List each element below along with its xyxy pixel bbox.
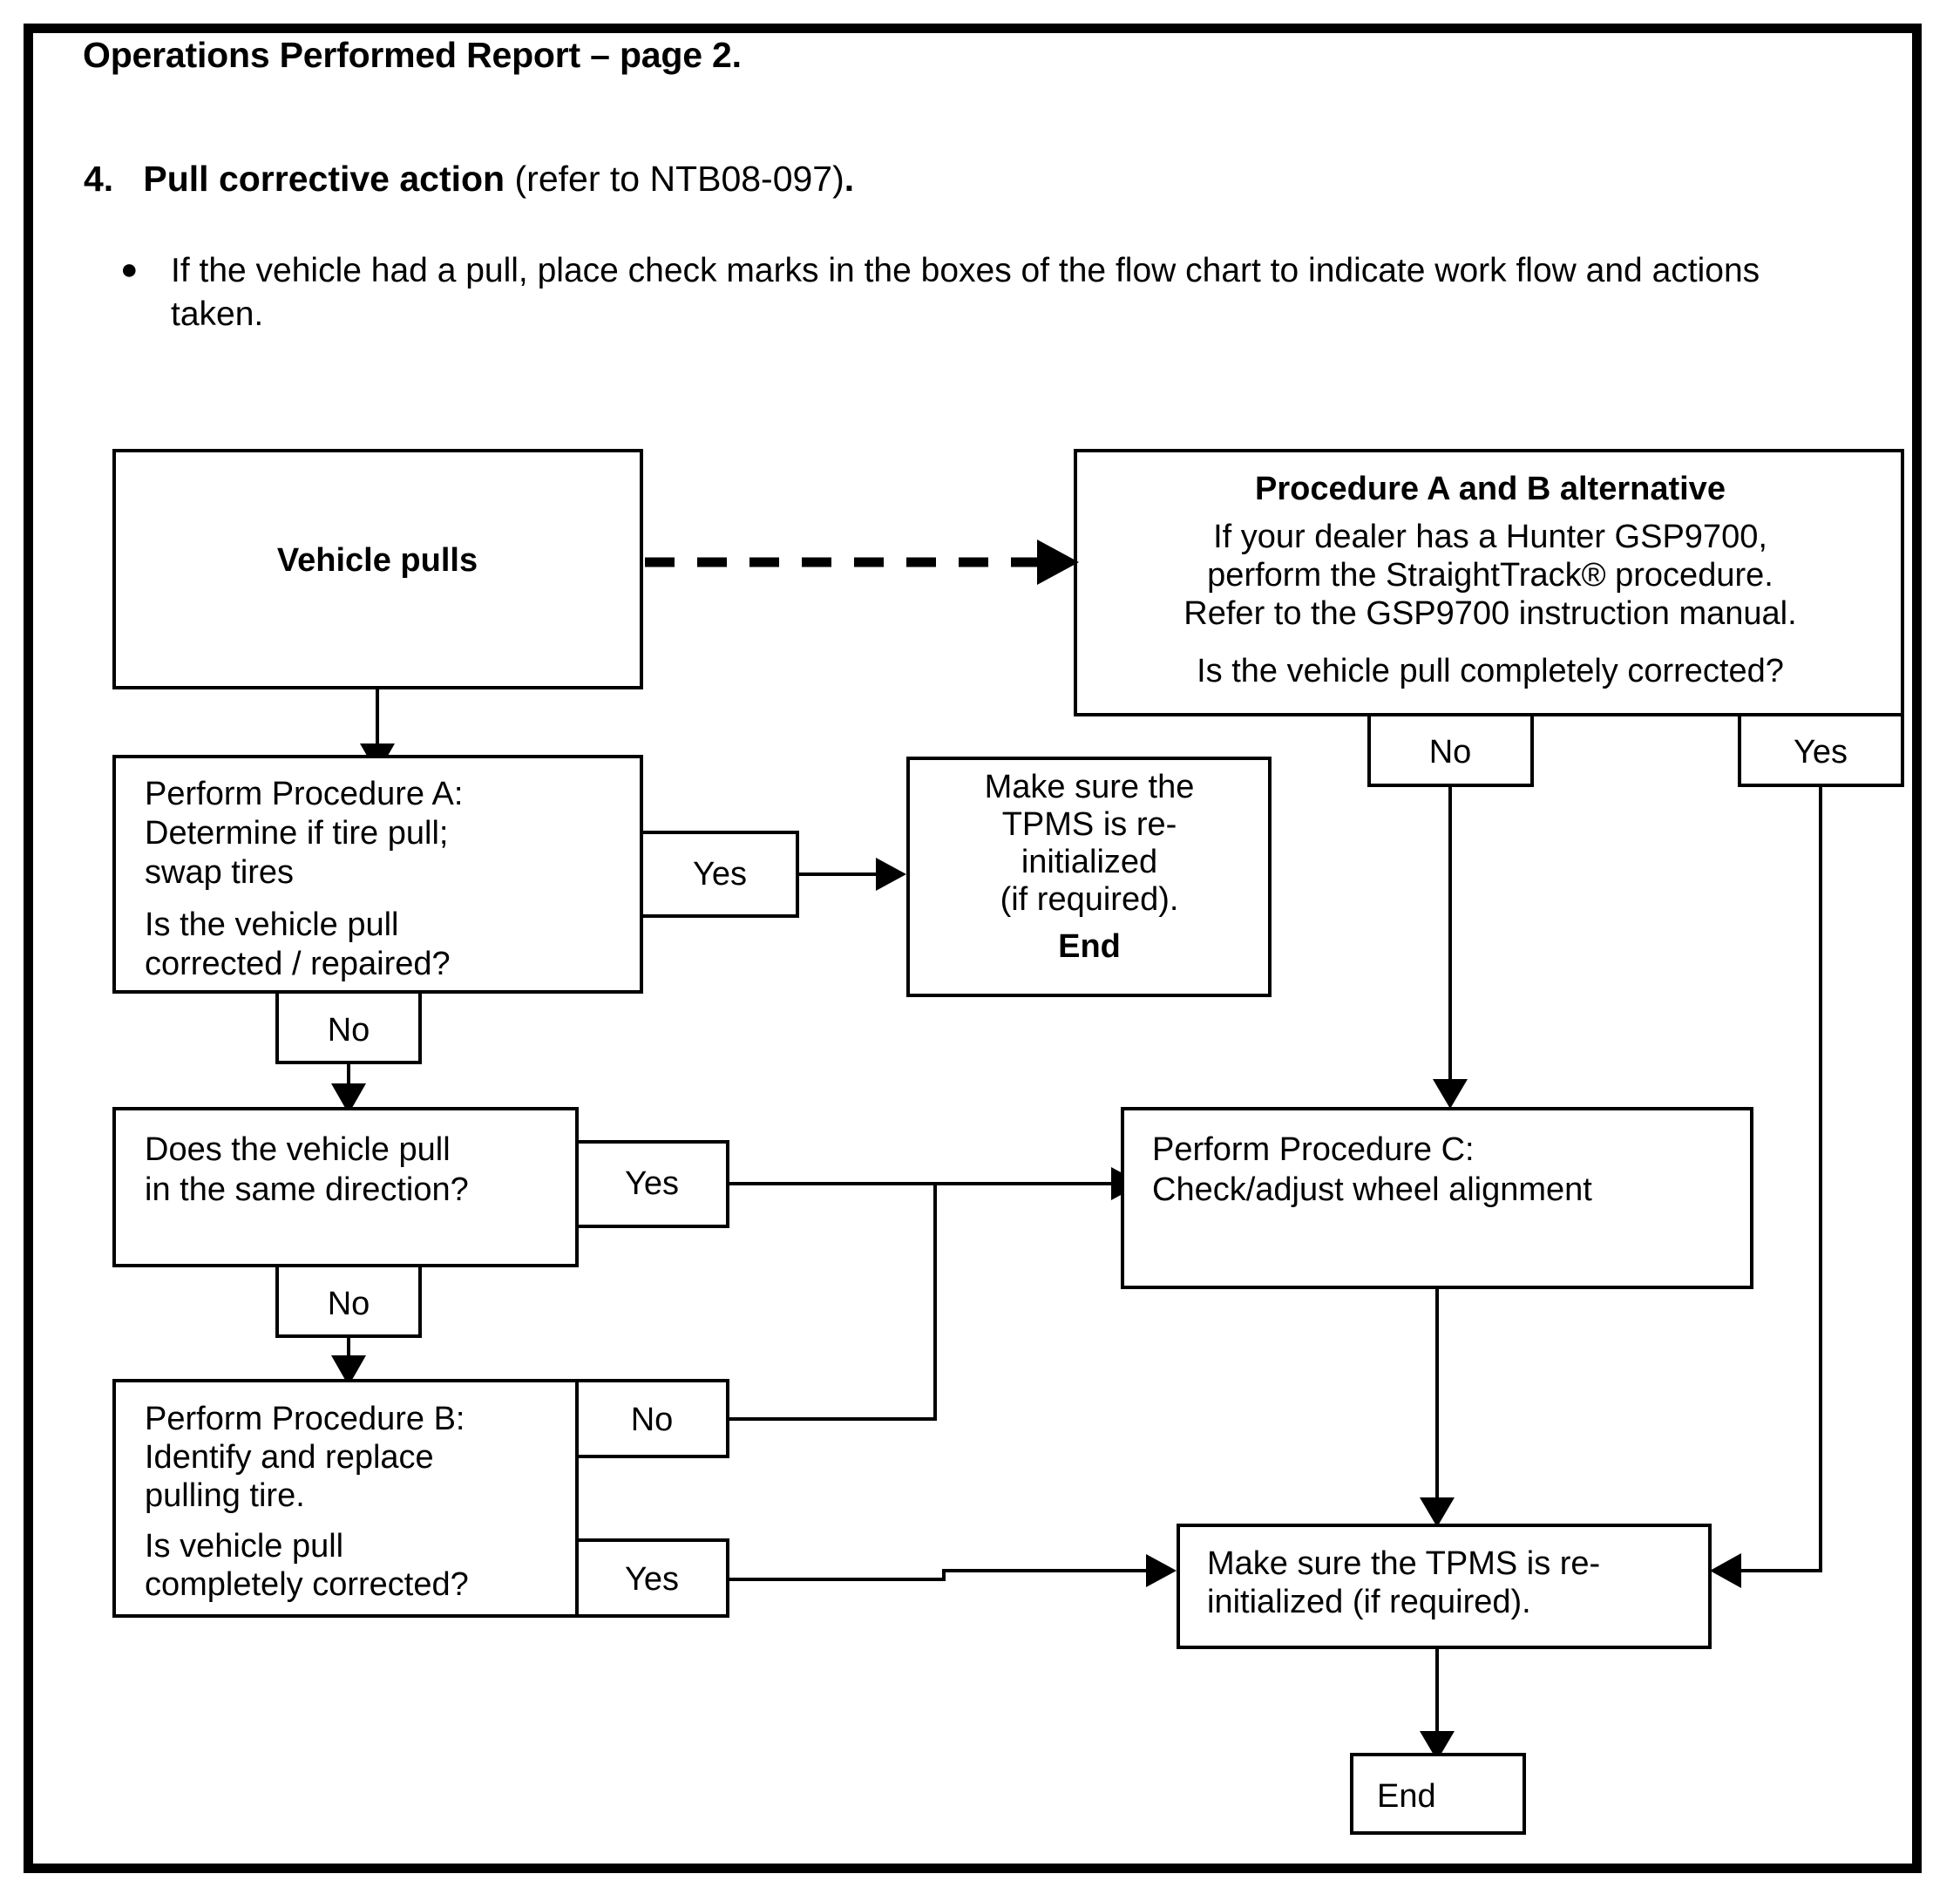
- edge-alternative-yes-arrowhead: [1710, 1553, 1741, 1588]
- edge-label-alternative-no: No: [1429, 734, 1472, 771]
- edge-label-same-direction-no: No: [328, 1286, 370, 1322]
- node-same-direction-line1: Does the vehicle pull: [145, 1131, 451, 1168]
- node-procedure-a-line2: Determine if tire pull;: [145, 815, 448, 852]
- node-procedure-c-line1: Perform Procedure C:: [1152, 1131, 1475, 1168]
- node-vehicle-pulls-label: Vehicle pulls: [277, 542, 478, 579]
- edge-procedure-c-arrowhead: [1420, 1497, 1455, 1527]
- node-tpms-end[interactable]: [906, 757, 1272, 997]
- edge-label-procedure-a-no: No: [328, 1012, 370, 1049]
- edge-procedure-a-yes-arrowhead: [876, 858, 906, 891]
- edge-label-same-direction-yes: Yes: [625, 1165, 679, 1202]
- node-procedure-a-line3: swap tires: [145, 854, 294, 891]
- edge-tpms-bottom-to-end-arrowhead: [1420, 1731, 1455, 1761]
- node-alternative[interactable]: [1074, 449, 1904, 716]
- node-same-direction-line2: in the same direction?: [145, 1171, 469, 1208]
- step-period: .: [844, 159, 855, 199]
- step-number: 4.: [84, 159, 114, 199]
- edge-procedure-b-yes-to-tpms-bottom: [728, 1569, 1150, 1581]
- node-procedure-b-line1: Perform Procedure B:: [145, 1401, 465, 1437]
- edge-same-direction-no-arrowhead: [331, 1355, 366, 1386]
- node-alternative-line2: perform the StraightTrack® procedure.: [1207, 557, 1773, 594]
- edge-procedure-b-no-to-procedure-c: [728, 1184, 937, 1421]
- node-tpms-end-line1: Make sure the: [985, 769, 1195, 805]
- step-reference: (refer to NTB08-097): [514, 159, 844, 199]
- node-procedure-b-line4: Is vehicle pull: [145, 1528, 343, 1565]
- node-procedure-a-line5: corrected / repaired?: [145, 946, 451, 982]
- edge-label-alternative-yes: Yes: [1794, 734, 1848, 771]
- bullet-item: ● If the vehicle had a pull, place check…: [120, 249, 1879, 336]
- node-procedure-a-line1: Perform Procedure A:: [145, 776, 463, 812]
- edge-label-box-procedure-a-yes[interactable]: [640, 831, 799, 918]
- node-tpms-end-label: End: [1058, 928, 1121, 965]
- node-procedure-b-line2: Identify and replace: [145, 1439, 434, 1476]
- node-procedure-a-line4: Is the vehicle pull: [145, 906, 399, 943]
- edge-procedure-a-no-arrowhead: [331, 1083, 366, 1114]
- node-tpms-end-line2: TPMS is re-: [1002, 806, 1177, 843]
- node-procedure-b-line3: pulling tire.: [145, 1477, 305, 1514]
- edge-vehicle-pulls-to-alternative-arrowhead: [1037, 540, 1079, 585]
- node-vehicle-pulls[interactable]: [112, 449, 643, 689]
- node-procedure-c[interactable]: [1121, 1107, 1753, 1289]
- node-alternative-question: Is the vehicle pull completely corrected…: [1197, 653, 1784, 689]
- bullet-dot-icon: ●: [120, 253, 139, 286]
- edge-alternative-yes-to-tpms-bottom: [1739, 785, 1822, 1572]
- step-title: Pull corrective action: [143, 159, 505, 199]
- node-alternative-heading: Procedure A and B alternative: [1255, 471, 1726, 507]
- edge-label-box-same-direction-no[interactable]: [275, 1264, 422, 1338]
- edge-procedure-b-yes-arrowhead: [1146, 1554, 1177, 1587]
- step-heading: 4. Pull corrective action (refer to NTB0…: [84, 159, 854, 200]
- node-tpms-bottom-line2: initialized (if required).: [1207, 1584, 1531, 1620]
- bullet-text: If the vehicle had a pull, place check m…: [171, 252, 1760, 333]
- edge-label-box-alternative-yes[interactable]: [1738, 713, 1904, 787]
- edge-label-box-procedure-b-yes[interactable]: [575, 1538, 729, 1618]
- node-tpms-end-line4: (if required).: [1000, 881, 1179, 918]
- node-tpms-bottom-line1: Make sure the TPMS is re-: [1207, 1545, 1600, 1582]
- node-procedure-b[interactable]: [112, 1379, 579, 1618]
- edge-label-box-procedure-b-no[interactable]: [575, 1379, 729, 1458]
- node-tpms-end-line3: initialized: [1021, 844, 1157, 880]
- node-procedure-c-line2: Check/adjust wheel alignment: [1152, 1171, 1592, 1208]
- node-alternative-line1: If your dealer has a Hunter GSP9700,: [1213, 519, 1767, 555]
- edge-label-procedure-b-no: No: [631, 1402, 674, 1438]
- edge-label-box-procedure-a-no[interactable]: [275, 990, 422, 1064]
- edge-label-procedure-b-yes: Yes: [625, 1561, 679, 1598]
- node-end[interactable]: [1350, 1753, 1526, 1835]
- page-title: Operations Performed Report – page 2.: [83, 35, 742, 75]
- node-procedure-b-line5: completely corrected?: [145, 1566, 469, 1603]
- node-tpms-bottom[interactable]: [1177, 1524, 1712, 1649]
- edge-alternative-no-arrowhead: [1433, 1079, 1468, 1109]
- edge-label-procedure-a-yes: Yes: [693, 856, 747, 893]
- node-end-label: End: [1377, 1778, 1436, 1815]
- node-alternative-line3: Refer to the GSP9700 instruction manual.: [1183, 595, 1796, 632]
